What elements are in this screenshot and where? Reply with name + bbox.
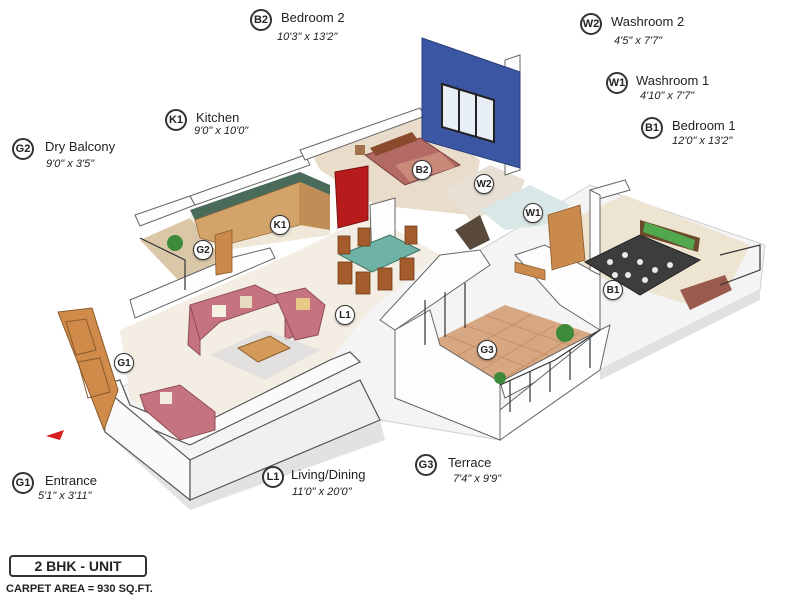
room-dimensions: 10'3" x 13'2" [277, 31, 338, 43]
pin-l1: L1 [335, 305, 355, 325]
room-dimensions: 7'4" x 9'9" [453, 473, 502, 485]
entrance-arrow-icon [46, 430, 64, 440]
unit-type-label: 2 BHK - UNIT [9, 555, 147, 577]
room-code-badge: G1 [12, 472, 34, 494]
room-name: Living/Dining [291, 467, 366, 482]
room-code-badge: B1 [641, 117, 663, 139]
room-dimensions: 9'0" x 10'0" [194, 125, 249, 137]
room-code-badge: L1 [262, 466, 284, 488]
pin-w1: W1 [523, 203, 543, 223]
room-dimensions: 4'10" x 7'7" [640, 90, 695, 102]
pin-g1: G1 [114, 353, 134, 373]
pin-g3: G3 [477, 340, 497, 360]
room-name: Bedroom 1 [672, 118, 736, 133]
room-dimensions: 4'5" x 7'7" [614, 35, 663, 47]
room-name: Washroom 2 [611, 14, 685, 29]
room-name: Entrance [45, 473, 98, 488]
room-name: Kitchen [196, 110, 240, 125]
room-dimensions: 11'0" x 20'0" [292, 486, 352, 498]
room-name: Dry Balcony [45, 139, 116, 154]
pin-k1: K1 [270, 215, 290, 235]
carpet-area-label: CARPET AREA = 930 SQ.FT. [6, 583, 153, 595]
pin-g2: G2 [193, 240, 213, 260]
pin-w2: W2 [474, 174, 494, 194]
pin-b1: B1 [603, 280, 623, 300]
room-name: Washroom 1 [636, 73, 710, 88]
room-code-badge: K1 [165, 109, 187, 131]
pin-b2: B2 [412, 160, 432, 180]
room-name: Terrace [448, 455, 492, 470]
room-dimensions: 9'0" x 3'5" [46, 158, 95, 170]
room-name: Bedroom 2 [281, 10, 345, 25]
room-code-badge: W2 [580, 13, 602, 35]
room-code-badge: G3 [415, 454, 437, 476]
room-code-badge: W1 [606, 72, 628, 94]
room-code-badge: B2 [250, 9, 272, 31]
room-code-badge: G2 [12, 138, 34, 160]
room-dimensions: 5'1" x 3'11" [38, 490, 92, 502]
room-dimensions: 12'0" x 13'2" [672, 135, 733, 147]
